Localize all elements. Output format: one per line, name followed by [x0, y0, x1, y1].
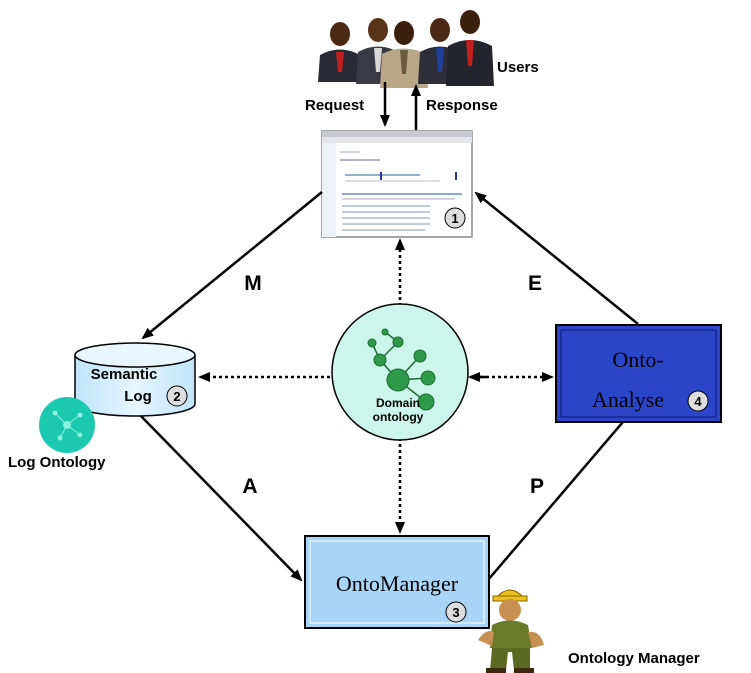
domain-ontology-label-line2: ontology	[373, 410, 424, 424]
users-label: Users	[497, 59, 539, 76]
edge-m-arrow	[141, 191, 323, 340]
edge-p-label: P	[530, 475, 544, 498]
ontology-manager-label: Ontology Manager	[568, 650, 700, 667]
ontology-manager-illustration	[478, 589, 544, 673]
badge-4-number: 4	[694, 394, 702, 409]
badge-3	[445, 601, 467, 623]
edge-e-label: E	[528, 272, 542, 295]
log-ontology-label: Log Ontology	[8, 454, 106, 471]
semantic-log-label-line1: Semantic	[91, 366, 158, 383]
badge-1	[444, 207, 466, 229]
users-illustration	[318, 10, 494, 88]
edge-m-label: M	[244, 272, 262, 295]
request-label: Request	[305, 97, 364, 114]
badge-4	[687, 390, 709, 412]
ontomanager-label: OntoManager	[336, 571, 459, 596]
log-ontology-icon	[39, 397, 95, 453]
edge-a-label: A	[242, 475, 257, 498]
browser-window	[321, 130, 473, 238]
semantic-log-node	[74, 342, 196, 417]
semantic-log-label-line2: Log	[124, 388, 152, 405]
domain-ontology-label-line1: Domain	[376, 396, 420, 410]
badge-2-number: 2	[173, 389, 180, 404]
badge-2	[166, 385, 188, 407]
ontology-node-center	[386, 368, 410, 392]
badge-1-number: 1	[451, 211, 458, 226]
response-label: Response	[426, 97, 498, 114]
edge-p-arrow	[487, 400, 642, 581]
edge-e-arrow	[474, 191, 639, 325]
onto-analyse-label-line1: Onto-	[612, 347, 663, 372]
badge-3-number: 3	[452, 605, 459, 620]
domain-ontology-node	[331, 303, 469, 441]
onto-analyse-label-line2: Analyse	[592, 387, 664, 412]
edge-a-arrow	[139, 414, 303, 582]
